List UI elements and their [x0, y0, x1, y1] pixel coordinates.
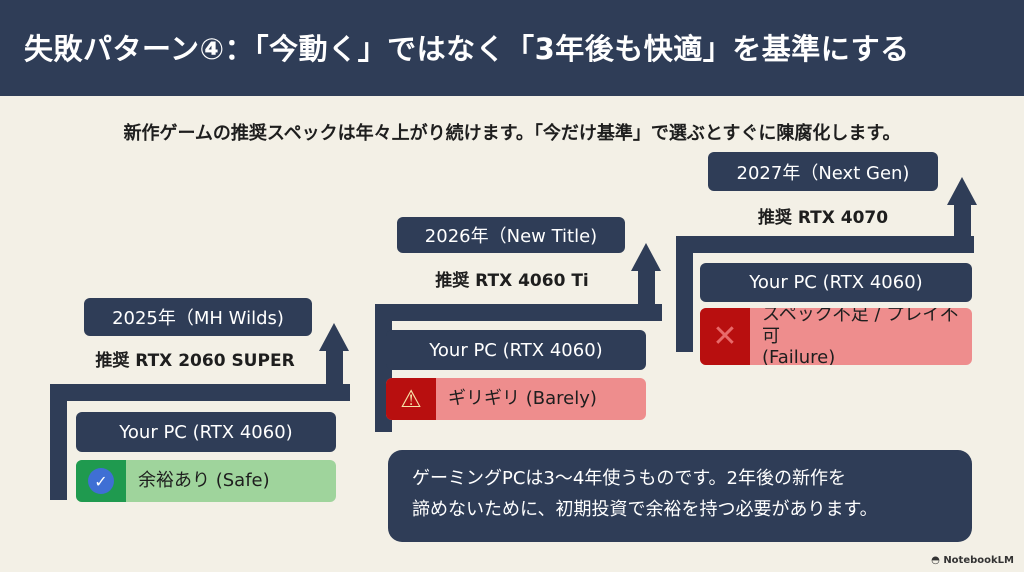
- your-pc-label: Your PC (RTX 4060): [76, 412, 336, 452]
- arrow-shaft: [954, 202, 971, 242]
- status-text: 余裕あり (Safe): [138, 470, 270, 492]
- step-bar: [50, 384, 67, 500]
- recommended-spec: 推奨 RTX 4060 Ti: [435, 271, 589, 291]
- status-text: (Failure): [762, 347, 836, 365]
- your-pc-label: Your PC (RTX 4060): [386, 330, 646, 370]
- x-icon: ✕: [700, 308, 750, 365]
- step-bar: [676, 236, 693, 352]
- step-bar: [375, 304, 662, 321]
- arrow-up-icon: [319, 323, 349, 351]
- status-barely: ⚠ ギリギリ (Barely): [386, 378, 646, 420]
- year-label: 2026年（New Title): [397, 217, 625, 253]
- your-pc-label: Your PC (RTX 4060): [700, 263, 972, 302]
- status-text: スペック不足 / プレイ不可: [762, 308, 959, 347]
- step-bar: [50, 384, 350, 401]
- subtitle: 新作ゲームの推奨スペックは年々上がり続けます。「今だけ基準」で選ぶとすぐに陳腐化…: [123, 123, 901, 144]
- warning-icon: ⚠: [386, 378, 436, 420]
- status-text: ギリギリ (Barely): [448, 388, 597, 410]
- slide-title: 失敗パターン④：「今動く」ではなく「3年後も快適」を基準にする: [0, 0, 1024, 96]
- arrow-up-icon: [947, 177, 977, 205]
- notebooklm-logo-icon: ◓: [931, 555, 944, 566]
- year-label: 2025年（MH Wilds): [84, 298, 312, 336]
- status-safe: ✓ 余裕あり (Safe): [76, 460, 336, 502]
- check-icon: ✓: [76, 460, 126, 502]
- recommended-spec: 推奨 RTX 2060 SUPER: [95, 351, 295, 371]
- step-bar: [676, 236, 974, 253]
- year-label: 2027年（Next Gen): [708, 152, 938, 191]
- note-line: 諦めないために、初期投資で余裕を持つ必要があります。: [412, 498, 878, 520]
- notebooklm-watermark: ◓ NotebookLM: [931, 555, 1014, 566]
- arrow-shaft: [326, 348, 343, 388]
- arrow-shaft: [638, 268, 655, 308]
- status-failure: ✕ スペック不足 / プレイ不可(Failure): [700, 308, 972, 365]
- arrow-up-icon: [631, 243, 661, 271]
- recommended-spec: 推奨 RTX 4070: [757, 208, 889, 228]
- note-line: ゲーミングPCは3〜4年使うものです。2年後の新作を: [412, 468, 846, 489]
- note-box: ゲーミングPCは3〜4年使うものです。2年後の新作を 諦めないために、初期投資で…: [388, 450, 972, 542]
